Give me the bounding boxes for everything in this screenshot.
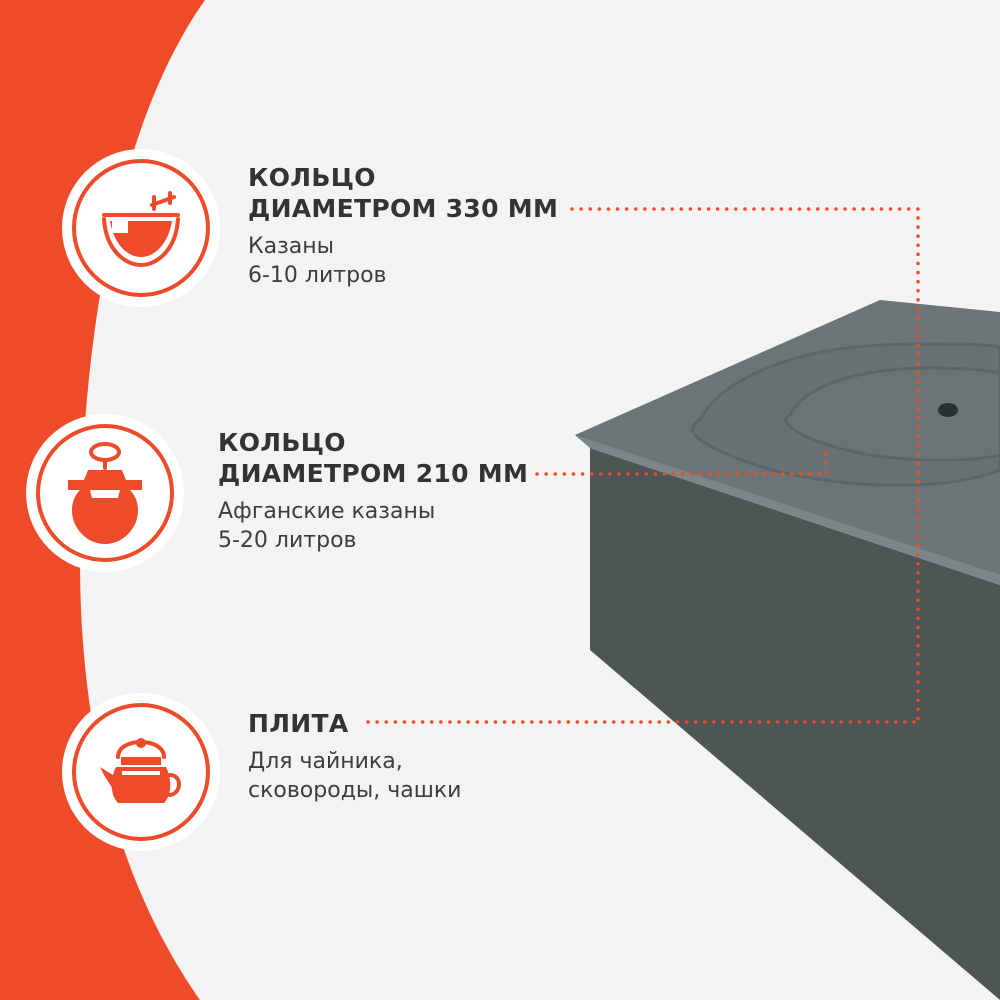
feature-ring-210: КОЛЬЦО ДИАМЕТРОМ 210 ММ Афганские казаны… [218,427,528,555]
accent-side-band [0,0,205,1000]
feature-desc-line: 5-20 литров [218,528,357,553]
feature-title-line: КОЛЬЦО [218,428,346,457]
badge-ring [72,159,210,297]
feature-desc-line: Для чайника, [248,749,403,774]
feature-title-line: ДИАМЕТРОМ 330 ММ [248,194,559,223]
afghan-kazan-badge [30,418,180,568]
feature-description: Афганские казаны 5-20 литров [218,497,528,555]
leader-line-210 [535,443,828,476]
feature-desc-line: Афганские казаны [218,499,436,524]
kazan-bowl-icon [102,191,180,267]
badge-ring [72,703,210,841]
feature-desc-line: 6-10 литров [248,263,387,288]
product-top-edge [575,435,1000,585]
badge-ring [36,424,174,562]
feature-plate: ПЛИТА Для чайника, сковороды, чашки [248,708,461,805]
feature-title-line: ПЛИТА [248,709,349,738]
feature-title: КОЛЬЦО ДИАМЕТРОМ 330 ММ [248,162,558,224]
feature-description: Для чайника, сковороды, чашки [248,747,461,805]
feature-desc-line: Казаны [248,234,335,259]
feature-title: КОЛЬЦО ДИАМЕТРОМ 210 ММ [218,427,528,489]
leader-lines [366,207,920,724]
feature-ring-330: КОЛЬЦО ДИАМЕТРОМ 330 ММ Казаны 6-10 литр… [248,162,558,290]
feature-title: ПЛИТА [248,708,461,739]
afghan-kazan-icon [68,442,142,544]
stove-plate-product [575,300,1000,1000]
product-front-face [590,448,1000,1000]
leader-line-330 [570,207,920,722]
teapot-icon [100,738,181,803]
center-hole [938,403,958,417]
teapot-badge [66,697,216,847]
feature-description: Казаны 6-10 литров [248,232,558,290]
ring-210-outline [784,366,1000,462]
kazan-bowl-badge [66,153,216,303]
feature-title-line: ДИАМЕТРОМ 210 ММ [218,459,529,488]
feature-title-line: КОЛЬЦО [248,163,376,192]
feature-desc-line: сковороды, чашки [248,778,462,803]
